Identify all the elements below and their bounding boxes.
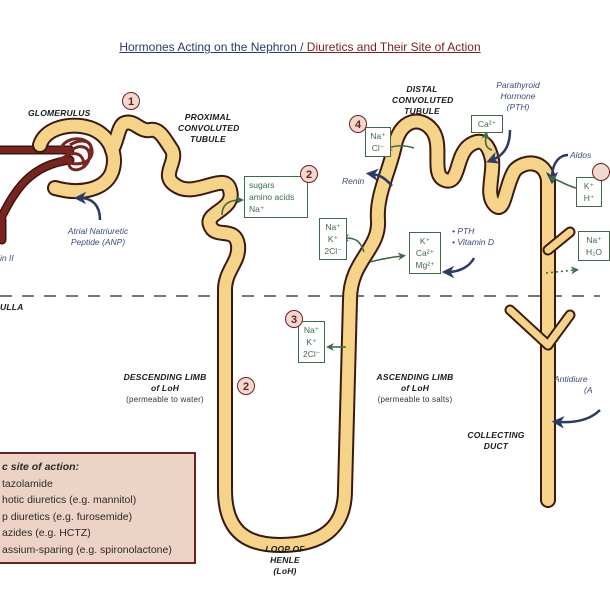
badge-site-2-descending: 2 (237, 377, 255, 395)
label-line: TUBULE (404, 106, 440, 116)
label-line: TUBULE (190, 134, 226, 144)
hormone-arrows (73, 129, 601, 429)
label-line: CONVOLUTED (178, 123, 240, 133)
box-distal-nacl: Na⁺ Cl⁻ (365, 127, 391, 157)
box-aldosterone-exchange: K⁺ H⁺ (576, 177, 602, 207)
box-item: 2Cl⁻ (324, 246, 342, 256)
title-diuretics: Diuretics and Their Site of Action (306, 40, 481, 54)
label-line: ASCENDING LIMB (376, 372, 454, 382)
legend-item: azides (e.g. HCTZ) (2, 527, 91, 539)
hormone-line: Hormone (500, 91, 536, 101)
box-item: Na⁺ (370, 131, 386, 141)
badge-site-1: 1 (122, 92, 140, 110)
hormone-line: • Vitamin D (452, 237, 495, 247)
hormone-adh: Antidiure (A (554, 374, 593, 396)
hormone-line: Peptide (ANP) (70, 237, 126, 247)
label-note: (permeable to water) (126, 395, 204, 404)
label-line: DUCT (483, 441, 509, 451)
title-hormones: Hormones Acting on the Nephron / (119, 40, 307, 54)
badge-site-3: 3 (285, 310, 303, 328)
hormone-line: Antidiure (554, 374, 588, 384)
label-descending-limb: DESCENDING LIMB of LoH (permeable to wat… (120, 372, 210, 405)
hormone-pth: Parathyroid Hormone (PTH) (488, 80, 548, 113)
label-line: PROXIMAL (184, 112, 232, 122)
box-item: K⁺ (327, 234, 339, 244)
box-item: K⁺ (419, 236, 431, 246)
legend-item: hotic diuretics (e.g. mannitol) (2, 494, 137, 506)
box-item: H⁺ (583, 193, 595, 203)
box-item: Mg²⁺ (415, 260, 435, 270)
box-medullary-ascending: Na⁺ K⁺ 2Cl⁻ (298, 321, 325, 363)
badge-site-2-proximal: 2 (300, 165, 318, 183)
label-ascending-limb: ASCENDING LIMB of LoH (permeable to salt… (370, 372, 460, 405)
box-item: Ca²⁺ (477, 119, 497, 129)
label-line: CONVOLUTED (392, 95, 454, 105)
box-proximal-reabsorption: sugars amino acids Na⁺ (244, 176, 308, 218)
badge-site-5 (592, 163, 610, 181)
label-collecting-duct: COLLECTING DUCT (466, 430, 526, 452)
box-item: K⁺ (583, 181, 595, 191)
hormone-line: (PTH) (506, 102, 530, 112)
hormone-aldosterone: Aldos (570, 150, 592, 160)
box-item: Cl⁻ (371, 143, 385, 153)
legend-heading: c site of action: (2, 461, 80, 473)
label-line: DESCENDING LIMB (123, 372, 207, 382)
diagram-title: Hormones Acting on the Nephron / Diureti… (0, 40, 600, 54)
box-item: Na⁺ (586, 235, 602, 245)
label-line: DISTAL (406, 84, 438, 94)
label-line: of LoH (400, 383, 430, 393)
box-item: Na⁺ (249, 204, 265, 214)
label-line: COLLECTING (467, 430, 525, 440)
box-item: H₂O (585, 247, 603, 257)
hormone-line: Atrial Natriuretic (67, 226, 129, 236)
hormone-line: Parathyroid (496, 80, 540, 90)
diuretics-legend: c site of action: tazolamide hotic diure… (0, 452, 196, 564)
label-glomerulus: GLOMERULUS (28, 108, 91, 118)
label-loop-of-henle: LOOP OF HENLE (LoH) (250, 544, 320, 577)
label-note: (permeable to salts) (377, 395, 453, 404)
box-item: 2Cl⁻ (303, 349, 321, 359)
box-item: sugars (249, 180, 275, 190)
hormone-line: (A (584, 385, 593, 395)
hormone-renin: Renin (342, 176, 365, 186)
hormone-line: • PTH (452, 226, 475, 236)
box-item: Na⁺ (303, 325, 320, 335)
label-distal-tubule: DISTAL CONVOLUTED TUBULE (392, 84, 454, 117)
box-ascending-cations: K⁺ Ca²⁺ Mg²⁺ (409, 232, 441, 274)
box-item: Na⁺ (325, 222, 341, 232)
box-thick-ascending: Na⁺ K⁺ 2Cl⁻ (319, 218, 347, 260)
hormone-pth-vitamin-d: • PTH • Vitamin D (452, 226, 494, 248)
transport-arrows (221, 131, 579, 351)
label-line: of LoH (150, 383, 180, 393)
box-item: Ca²⁺ (415, 248, 435, 258)
box-item: amino acids (249, 192, 295, 202)
label-proximal-tubule: PROXIMAL CONVOLUTED TUBULE (178, 112, 240, 145)
legend-item: tazolamide (2, 477, 53, 490)
glomerular-tuft (56, 137, 94, 172)
label-medulla: ULLA (0, 302, 24, 312)
label-line: (LoH) (273, 566, 297, 576)
legend-item: assium-sparing (e.g. spironolactone) (2, 543, 172, 556)
legend-item: p diuretics (e.g. furosemide) (2, 510, 133, 523)
box-adh-water: Na⁺ H₂O (578, 231, 610, 261)
label-line: LOOP OF HENLE (265, 544, 305, 565)
badge-site-4: 4 (349, 115, 367, 133)
hormone-anp: Atrial Natriuretic Peptide (ANP) (48, 226, 148, 248)
hormone-angiotensin: in II (0, 253, 14, 263)
box-item: K⁺ (306, 337, 317, 347)
box-calcium: Ca²⁺ (471, 115, 503, 133)
nephron-tubule (32, 113, 576, 553)
